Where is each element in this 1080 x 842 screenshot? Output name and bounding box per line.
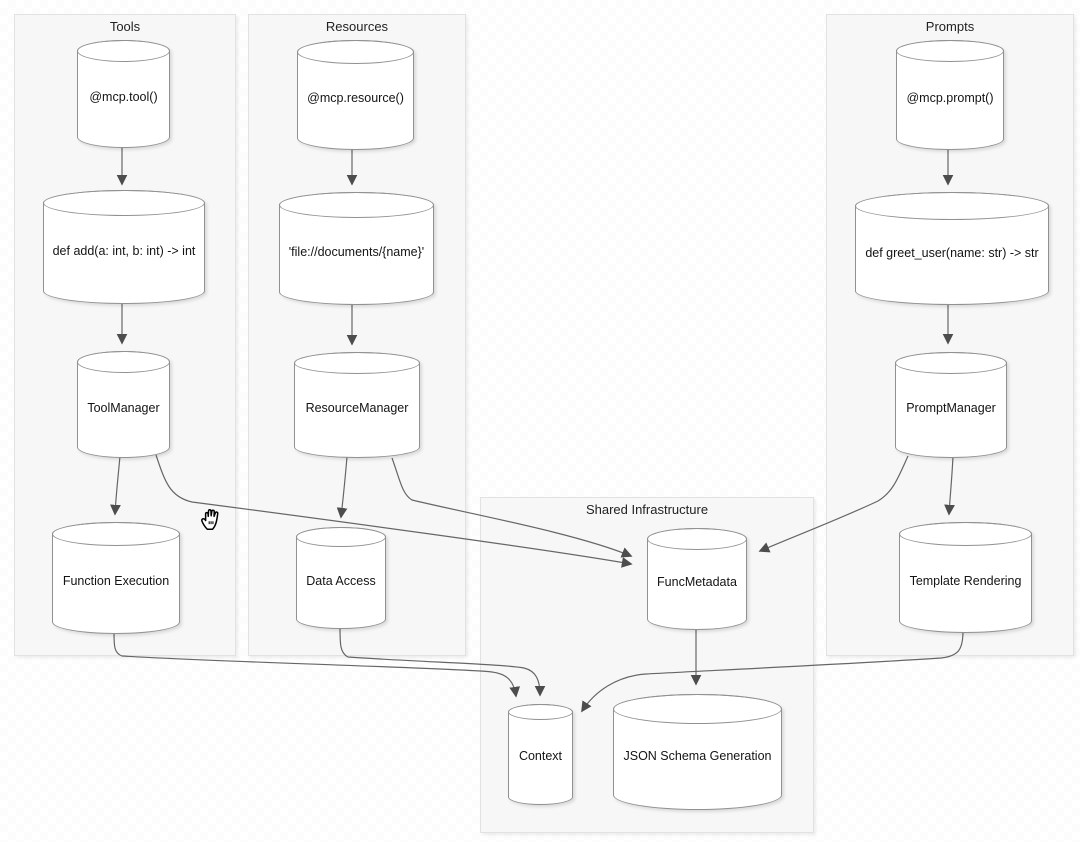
group-prompts-title: Prompts — [925, 19, 975, 34]
node-prompt-manager[interactable]: PromptManager — [895, 352, 1007, 458]
grab-hand-cursor-icon — [201, 509, 219, 530]
node-add-fn[interactable]: def add(a: int, b: int) -> int — [43, 190, 205, 304]
node-template-rendering-label: Template Rendering — [909, 573, 1022, 588]
node-greet-fn[interactable]: def greet_user(name: str) -> str — [855, 192, 1049, 305]
node-data-access-label: Data Access — [306, 573, 376, 588]
node-tool-manager-label: ToolManager — [87, 400, 160, 415]
group-shared-infrastructure-title: Shared Infrastructure — [585, 502, 709, 517]
node-prompt-decorator-label: @mcp.prompt() — [906, 91, 994, 106]
node-add-fn-label: def add(a: int, b: int) -> int — [52, 243, 196, 258]
node-greet-fn-label: def greet_user(name: str) -> str — [865, 245, 1039, 260]
node-resource-manager-label: ResourceManager — [305, 401, 409, 416]
node-json-schema-label: JSON Schema Generation — [623, 749, 772, 764]
node-context-label: Context — [518, 749, 563, 764]
node-func-metadata-label: FuncMetadata — [657, 575, 737, 590]
node-resource-decorator-label: @mcp.resource() — [307, 91, 404, 106]
node-context[interactable]: Context — [508, 704, 573, 805]
node-resource-decorator[interactable]: @mcp.resource() — [297, 40, 414, 150]
node-tool-manager[interactable]: ToolManager — [77, 351, 170, 458]
group-resources-title: Resources — [325, 19, 389, 34]
node-function-execution-label: Function Execution — [62, 574, 170, 589]
node-func-metadata[interactable]: FuncMetadata — [647, 528, 747, 630]
node-function-execution[interactable]: Function Execution — [52, 522, 180, 634]
node-data-access[interactable]: Data Access — [296, 527, 386, 629]
node-prompt-decorator[interactable]: @mcp.prompt() — [896, 40, 1004, 150]
node-tool-decorator-label: @mcp.tool() — [89, 90, 158, 105]
node-resource-manager[interactable]: ResourceManager — [294, 352, 420, 458]
node-resource-uri[interactable]: 'file://documents/{name}' — [279, 192, 434, 305]
node-json-schema[interactable]: JSON Schema Generation — [613, 694, 782, 810]
node-prompt-manager-label: PromptManager — [906, 401, 996, 416]
node-resource-uri-label: 'file://documents/{name}' — [288, 245, 425, 260]
node-tool-decorator[interactable]: @mcp.tool() — [77, 40, 170, 148]
group-tools-title: Tools — [109, 19, 141, 34]
node-template-rendering[interactable]: Template Rendering — [899, 522, 1032, 633]
